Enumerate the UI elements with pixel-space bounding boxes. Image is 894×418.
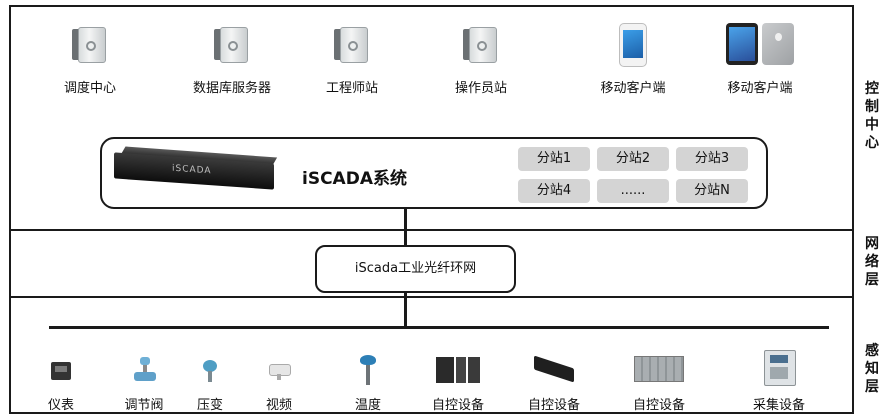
device-label: 压变: [196, 398, 223, 413]
plc-rack-icon: [634, 356, 684, 382]
field-device-automation-2: 自控设备: [528, 355, 580, 413]
desktop-pc-icon: [212, 25, 252, 63]
connector-network-to-bus: [404, 293, 407, 326]
pressure-transmitter-icon: [201, 360, 219, 384]
control-valve-icon: [132, 357, 156, 383]
mobile-client-tablet: 移动客户端: [720, 23, 800, 96]
device-label: 采集设备: [752, 398, 805, 413]
database-server: 数据库服务器: [193, 25, 271, 96]
field-device-automation-1: 自控设备: [432, 357, 484, 413]
field-bus-line: [49, 326, 829, 329]
camera-icon: [267, 362, 291, 380]
device-label: 数据库服务器: [192, 81, 271, 96]
device-label: 自控设备: [632, 398, 685, 413]
sensing-layer-band: [9, 298, 854, 414]
controller-unit-icon: [534, 355, 574, 383]
substation-3: 分站3: [676, 147, 748, 171]
layer-label-sense: 感知层: [865, 343, 879, 395]
device-label: 仪表: [47, 398, 74, 413]
fiber-ring-network: iScada工业光纤环网: [315, 245, 516, 293]
substation-2: 分站2: [597, 147, 669, 171]
device-label: 调度中心: [63, 81, 116, 96]
field-device-automation-3: 自控设备: [633, 356, 685, 413]
device-label: 操作员站: [454, 81, 507, 96]
field-device-pressure-transmitter: 压变: [197, 360, 223, 413]
layer-label-control: 控制中心: [865, 81, 879, 151]
field-device-video: 视频: [266, 362, 292, 413]
mobile-client-phone: 移动客户端: [600, 23, 666, 96]
desktop-pc-icon: [70, 25, 110, 63]
device-label: 调节阀: [124, 398, 164, 413]
plc-icon: [436, 357, 480, 383]
tablet-icon: [725, 23, 795, 65]
field-device-temperature: 温度: [355, 355, 381, 413]
operator-station: 操作员站: [455, 25, 507, 96]
substation-4: 分站4: [518, 179, 590, 203]
meter-icon: [51, 362, 71, 380]
data-acquisition-icon: [764, 350, 796, 386]
substation-1: 分站1: [518, 147, 590, 171]
device-label: 移动客户端: [727, 81, 793, 96]
device-label: 工程师站: [325, 81, 378, 96]
connector-system-to-network: [404, 209, 407, 245]
device-label: 温度: [354, 398, 381, 413]
field-device-control-valve: 调节阀: [124, 357, 164, 413]
desktop-pc-icon: [461, 25, 501, 63]
dispatch-center: 调度中心: [64, 25, 116, 96]
desktop-pc-icon: [332, 25, 372, 63]
device-label: 自控设备: [527, 398, 580, 413]
temperature-sensor-icon: [360, 355, 376, 385]
substation-ellipsis: ......: [597, 179, 669, 203]
rack-server-icon: iSCADA: [114, 146, 279, 192]
field-device-acquisition: 采集设备: [753, 350, 805, 413]
layer-label-network: 网络层: [865, 236, 879, 288]
substation-n: 分站N: [676, 179, 748, 203]
engineer-station: 工程师站: [326, 25, 378, 96]
system-title: iSCADA系统: [302, 169, 407, 189]
field-device-meter: 仪表: [48, 362, 74, 413]
device-label: 视频: [265, 398, 292, 413]
smartphone-icon: [619, 23, 647, 67]
device-label: 移动客户端: [600, 81, 666, 96]
device-label: 自控设备: [431, 398, 484, 413]
